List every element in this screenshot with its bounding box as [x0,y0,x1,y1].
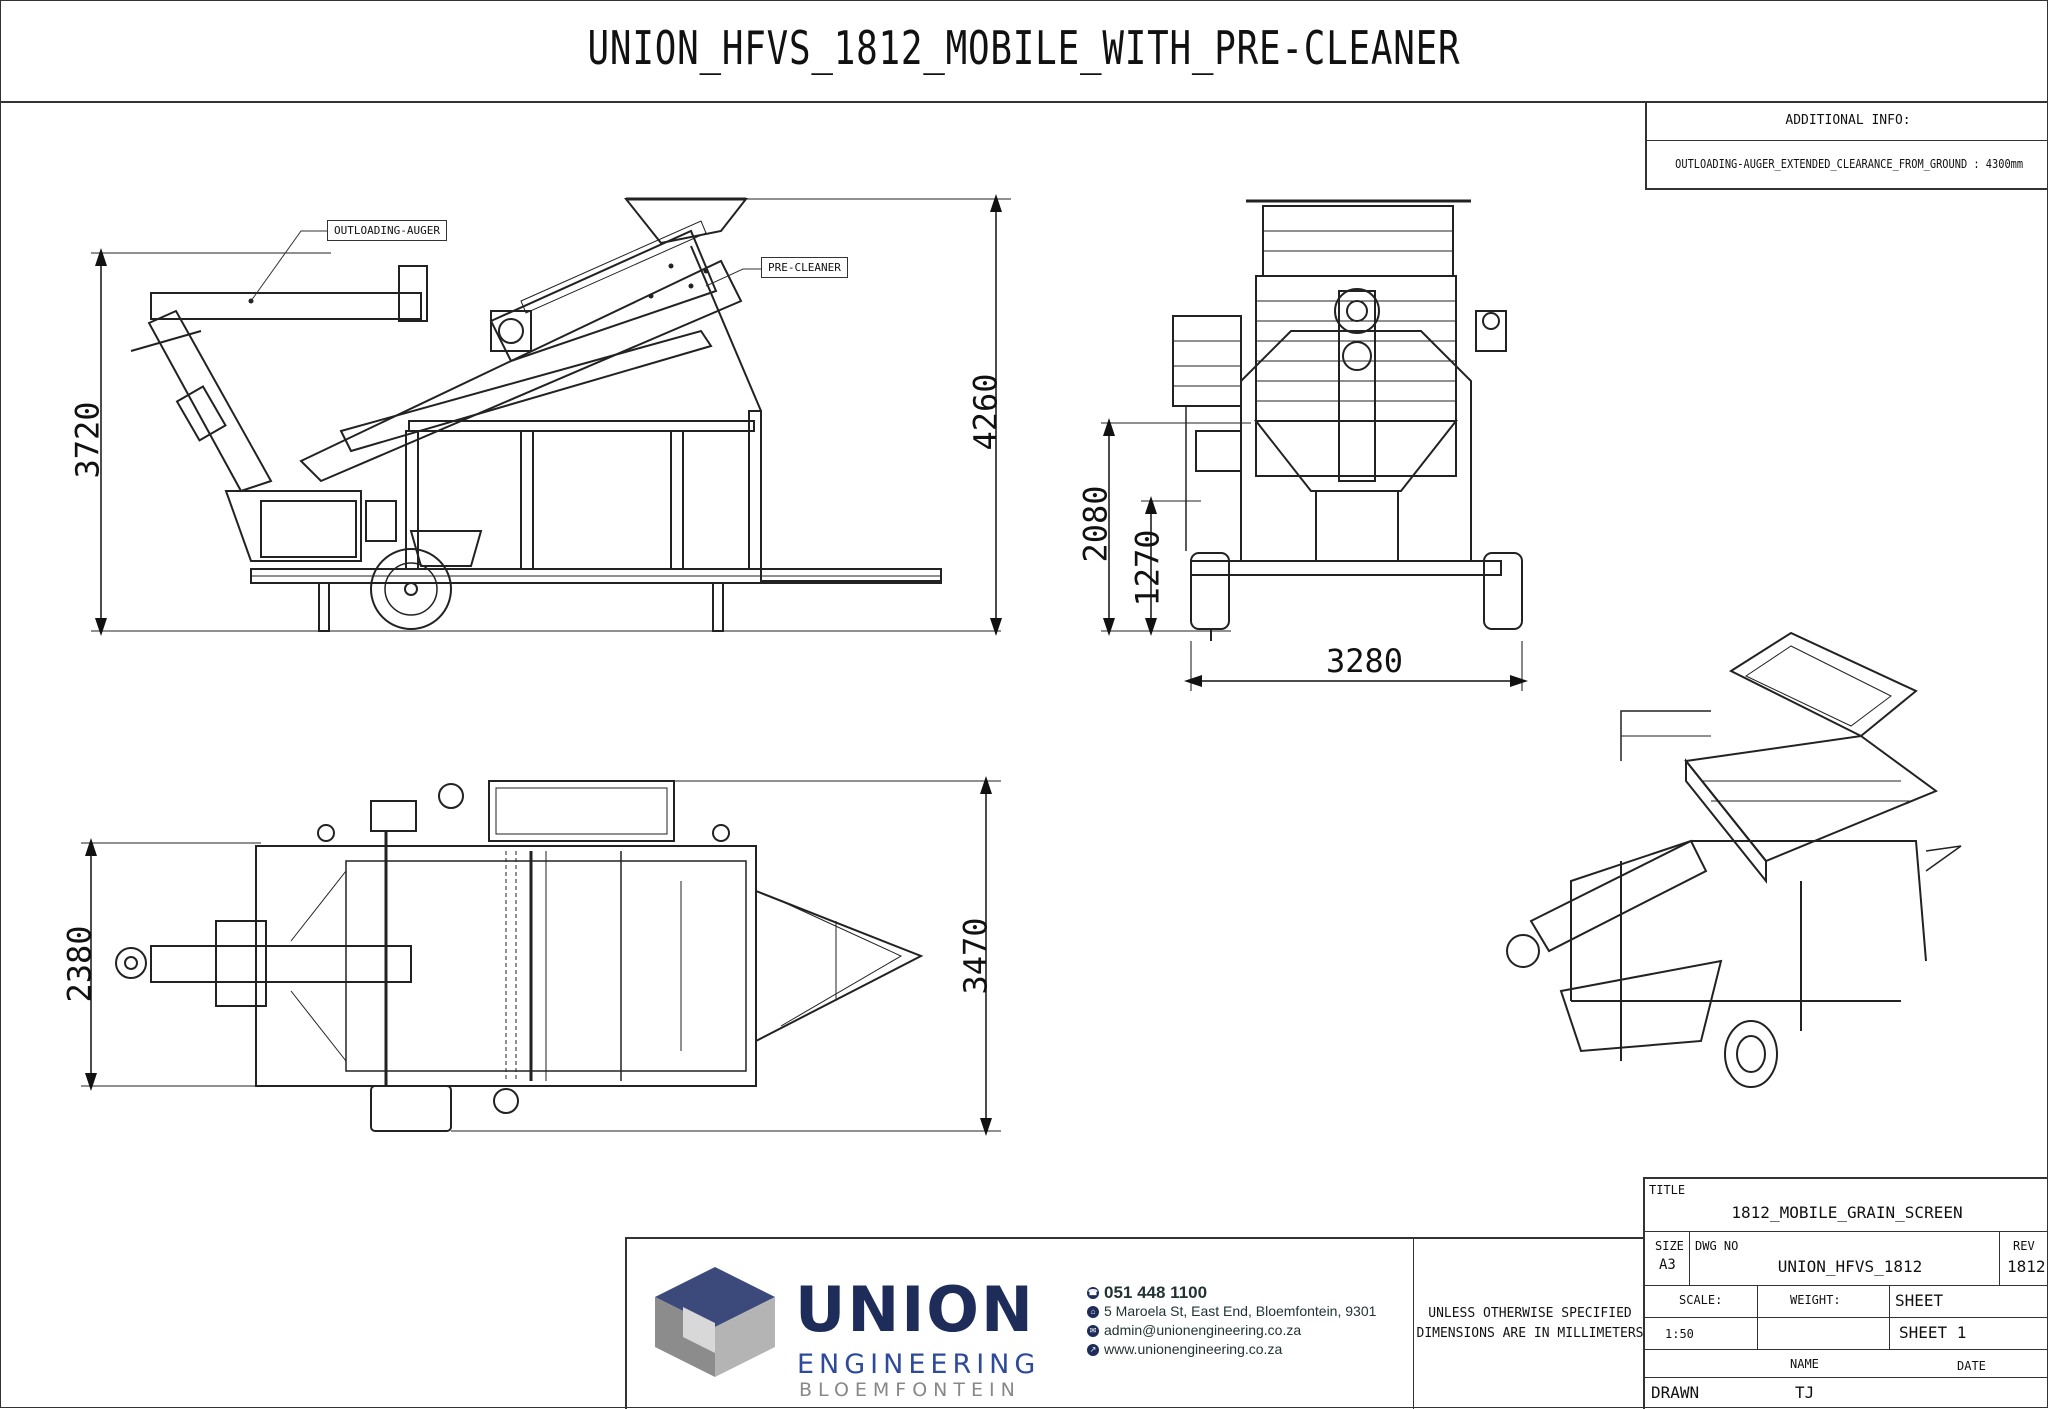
contact-website: ↗ www.unionengineering.co.za [1087,1340,1376,1359]
dim-front-width: 3280 [1326,642,1404,680]
title-label: TITLE [1649,1183,1686,1197]
front-view [1101,199,1523,641]
top-view [81,780,1001,1132]
company-line2: ENGINEERING [797,1349,1041,1380]
sheet-value: SHEET 1 [1899,1323,1967,1342]
rev-label: REV [2013,1239,2035,1253]
address-text: 5 Maroela St, East End, Bloemfontein, 93… [1104,1303,1377,1319]
units-note: UNLESS OTHERWISE SPECIFIED DIMENSIONS AR… [1413,1239,1646,1409]
dwg-value: UNION_HFVS_1812 [1777,1257,1923,1276]
company-block: UNION ENGINEERING BLOEMFONTEIN ☎ 051 448… [625,1237,1645,1409]
link-icon: ↗ [1087,1343,1099,1356]
top-dimension-lines [85,776,992,1136]
front-dimension-lines [1103,418,1528,691]
company-logo: UNION ENGINEERING BLOEMFONTEIN [645,1253,1045,1401]
dim-top-width-left: 2380 [60,925,99,1003]
side-dimension-lines [95,194,1002,636]
email-text: admin@unionengineering.co.za [1104,1322,1302,1338]
dim-front-height-inner: 1270 [1128,529,1167,607]
weight-label: WEIGHT: [1790,1293,1841,1307]
contact-phone: ☎ 051 448 1100 [1087,1283,1376,1302]
size-label: SIZE [1655,1239,1684,1253]
phone-icon: ☎ [1087,1286,1099,1299]
side-view [91,197,1011,632]
title-bar: UNION_HFVS_1812_MOBILE_WITH_PRE-CLEANER [1,1,2047,103]
rev-value: 1812 [2007,1257,2046,1276]
scale-value: 1:50 [1665,1327,1694,1341]
phone-text: 051 448 1100 [1104,1283,1208,1302]
dim-top-width-right: 3470 [956,917,995,995]
company-name: UNION [795,1273,1035,1346]
dim-front-height-outer: 2080 [1076,485,1115,563]
size-value: A3 [1659,1257,1676,1273]
drawn-value: TJ [1795,1383,1815,1402]
additional-info-box: ADDITIONAL INFO: OUTLOADING-AUGER_EXTEND… [1645,102,2048,190]
date-label: DATE [1957,1359,1986,1373]
drawn-label: DRAWN [1651,1383,1700,1402]
sheet-label: SHEET [1895,1291,1944,1310]
isometric-view [1506,631,1962,1088]
mail-icon: ✉ [1087,1324,1099,1337]
dim-side-height-right: 4260 [966,373,1005,451]
title-value: 1812_MOBILE_GRAIN_SCREEN [1731,1203,1963,1222]
additional-info-heading: ADDITIONAL INFO: [1647,102,2048,141]
title-block: TITLE 1812_MOBILE_GRAIN_SCREEN SIZE A3 D… [1643,1177,2048,1409]
callout-outloading-auger: OUTLOADING-AUGER [327,220,447,241]
drawing-title: UNION_HFVS_1812_MOBILE_WITH_PRE-CLEANER [587,21,1461,75]
contact-address: ⌂ 5 Maroela St, East End, Bloemfontein, … [1087,1302,1376,1321]
dim-side-height-left: 3720 [68,401,107,479]
callout-pre-cleaner: PRE-CLEANER [761,257,848,278]
name-label: NAME [1790,1357,1819,1371]
contact-email: ✉ admin@unionengineering.co.za [1087,1321,1376,1340]
website-text: www.unionengineering.co.za [1104,1341,1283,1357]
callout-leaders [250,230,763,302]
additional-info-text: OUTLOADING-AUGER_EXTENDED_CLEARANCE_FROM… [1675,157,2024,171]
scale-label: SCALE: [1679,1293,1723,1307]
dwg-label: DWG NO [1695,1239,1739,1253]
company-contacts: ☎ 051 448 1100 ⌂ 5 Maroela St, East End,… [1087,1283,1376,1359]
company-line3: BLOEMFONTEIN [799,1379,1021,1401]
home-icon: ⌂ [1087,1305,1099,1318]
cube-logo-icon [655,1267,775,1377]
